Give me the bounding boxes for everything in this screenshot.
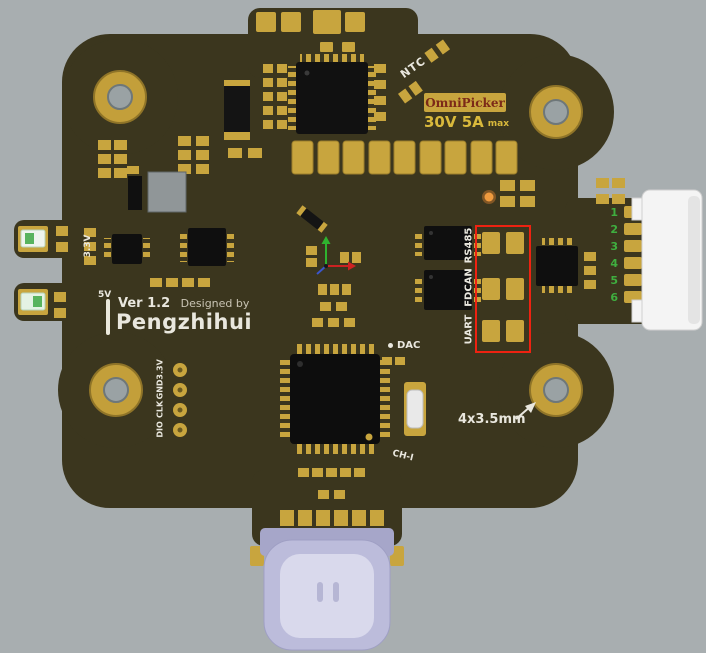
mount-note-arrow [515, 402, 536, 420]
gate-driver-ic [288, 54, 376, 134]
usb-c-connector [250, 528, 404, 651]
mcu-corner-dot [365, 433, 373, 441]
version-label: Ver 1.2 [118, 296, 171, 311]
tilted-resistor [296, 205, 328, 233]
dac-dot [388, 343, 393, 348]
bus-label-uart: UART [463, 314, 475, 345]
brand-badge-text: OmniPicker [425, 95, 505, 110]
brand-badge: OmniPicker [424, 93, 506, 112]
version-line: Ver 1.2 Designed by [118, 296, 250, 311]
connector-pin-1: 1 [610, 206, 618, 219]
capacitor-row [291, 140, 518, 175]
mounting-hole [543, 377, 569, 403]
dac-label: DAC [397, 340, 421, 351]
driver-ic-2 [415, 270, 481, 310]
diode-array [224, 80, 250, 140]
solder-pads [54, 64, 625, 526]
status-led-orange [482, 190, 496, 204]
connector-pin-5: 5 [610, 274, 618, 287]
axis-gizmo [316, 236, 356, 275]
connector-pin-4: 4 [610, 257, 618, 270]
mounting-hole [107, 84, 133, 110]
metal-can-component [128, 171, 187, 213]
crystal [404, 382, 426, 436]
mounting-hole [543, 99, 569, 125]
rating-value: 30V 5A [424, 113, 484, 131]
jst-connector [631, 189, 703, 331]
mcu [280, 344, 390, 454]
rail-33v-label: 3.3V [83, 234, 94, 258]
regulator-ic-5v [180, 228, 234, 266]
pin1-marker [297, 361, 303, 367]
bus-transceiver-ic [536, 238, 578, 293]
top-tab-pads [256, 10, 365, 52]
bus-breakout-pads [482, 232, 524, 342]
swd-label-dio: DIO [155, 421, 165, 438]
mounting-holes [89, 70, 583, 417]
rail-5v-label: 5V [98, 290, 112, 300]
designed-by-label: Designed by [180, 297, 250, 310]
left-edge-led-1 [18, 226, 48, 252]
regulator-ic-33v [104, 234, 150, 264]
rating-max: max [487, 118, 510, 129]
connector-pin-3: 3 [610, 240, 618, 253]
driver-ic-1 [415, 226, 481, 260]
connector-pin-2: 2 [610, 223, 618, 236]
ntc-pads [398, 80, 423, 104]
rating-label: 30V 5A max [424, 114, 509, 131]
swd-test-pads [173, 363, 187, 437]
designer-label: Pengzhihui [116, 310, 253, 334]
mount-note-label: 4x3.5mm [458, 412, 526, 427]
pin1-marker [304, 70, 310, 76]
highlight-box [475, 225, 531, 353]
mounting-hole [103, 377, 129, 403]
left-edge-led-2 [18, 289, 48, 315]
diagonal-pads-top-right [424, 39, 451, 63]
version-divider [106, 299, 110, 335]
connector-pin-6: 6 [610, 291, 618, 304]
